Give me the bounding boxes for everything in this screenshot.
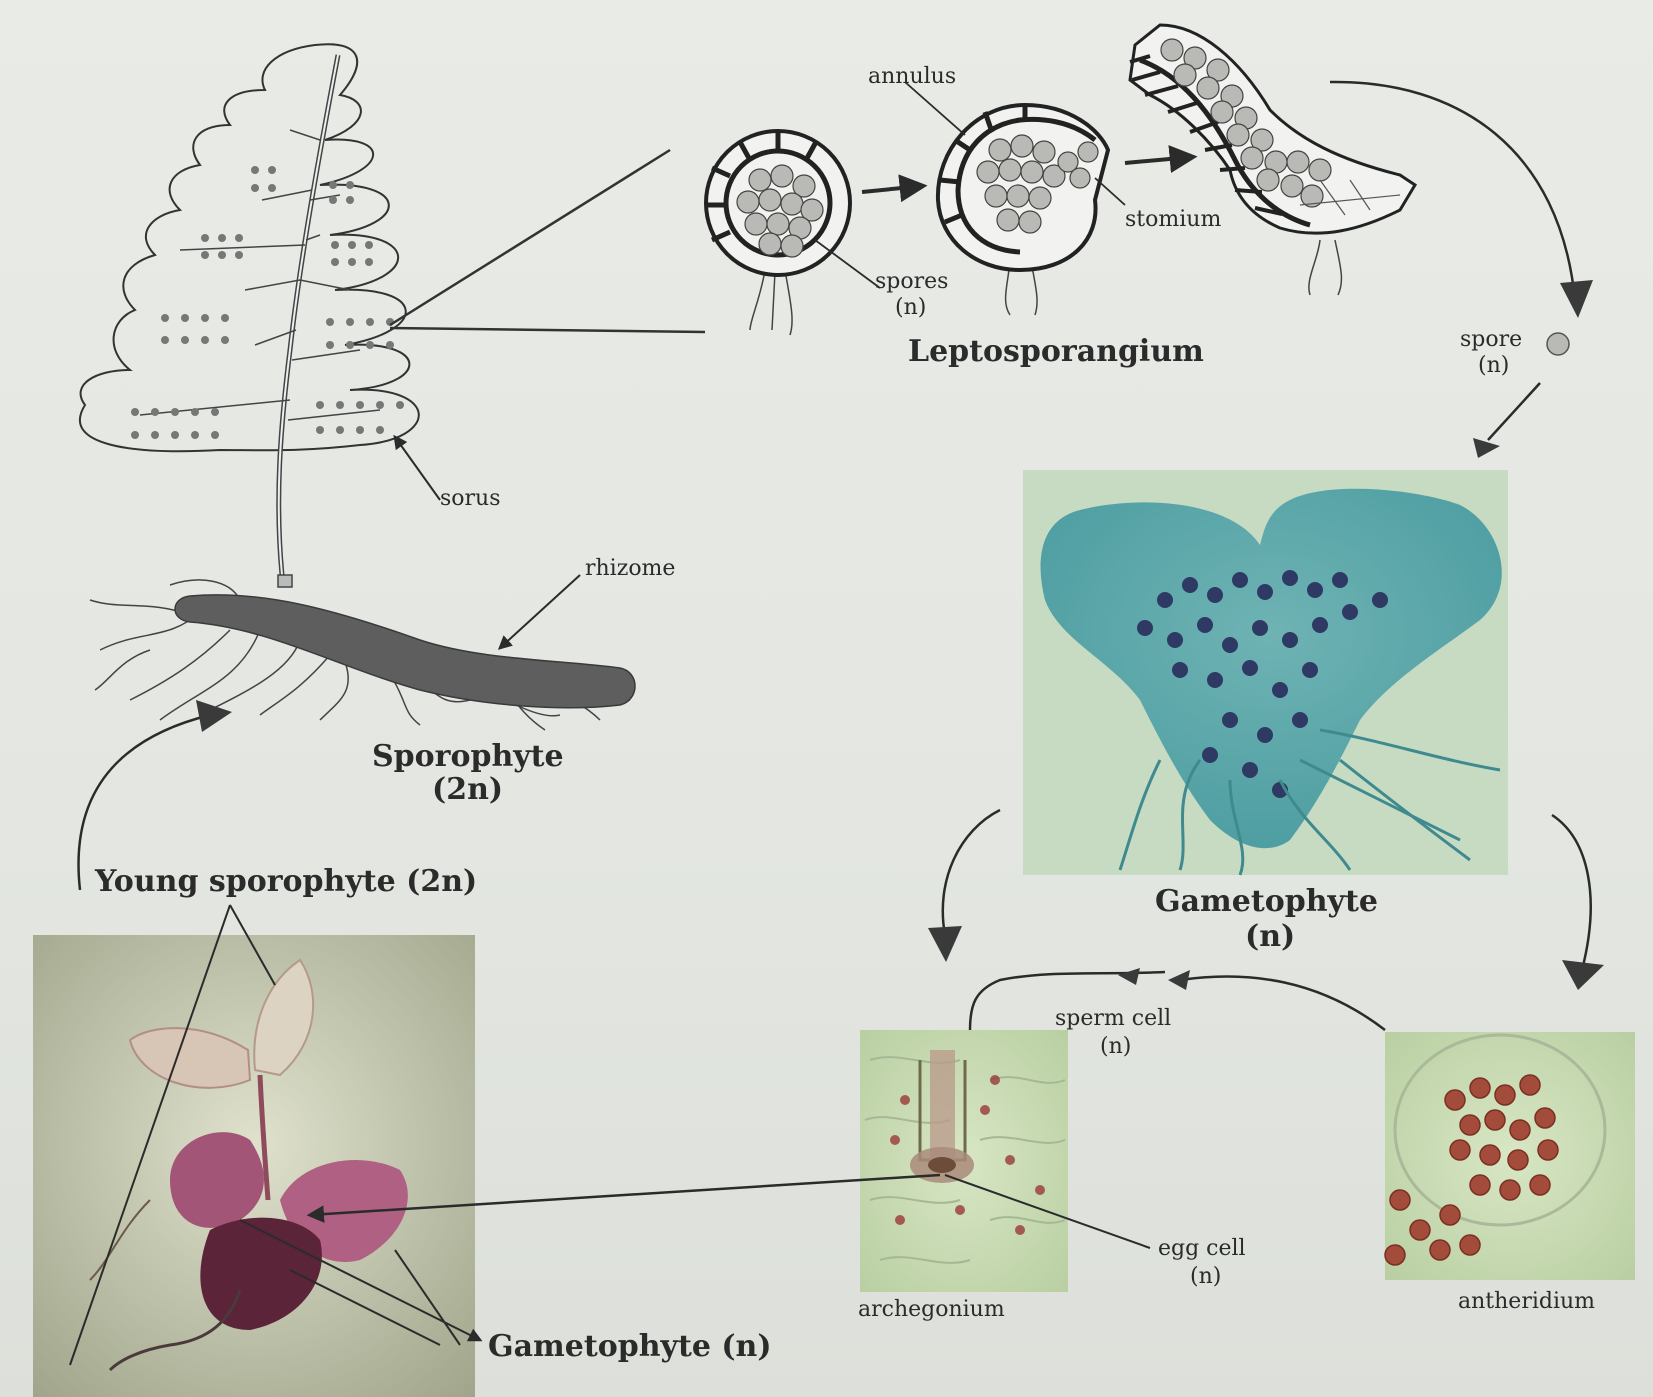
sperm-cell-label: sperm cell — [1055, 1007, 1171, 1031]
egg-cell-label: egg cell — [1158, 1237, 1246, 1261]
sporophyte-ploidy: (2n) — [432, 773, 503, 806]
gametophyte-title: Gametophyte — [1155, 885, 1378, 918]
arrow-to-antheridium-head — [1562, 960, 1604, 990]
sorus-label: sorus — [440, 487, 501, 511]
young-sporophyte-photo — [33, 935, 475, 1397]
sperm-ploidy-label: (n) — [1100, 1035, 1131, 1059]
arrow-sporangium-2-3 — [1125, 157, 1192, 163]
stomium-pointer — [1095, 178, 1125, 205]
zoom-line-bottom — [390, 328, 705, 332]
stomium-label: stomium — [1125, 208, 1221, 232]
fern-frond — [80, 44, 419, 575]
antheridium-label: antheridium — [1458, 1290, 1595, 1314]
single-spore — [1547, 333, 1569, 355]
spore-label: spore — [1460, 328, 1522, 352]
spore-ploidy-label: (n) — [1478, 354, 1509, 378]
sorus-pointer — [395, 437, 440, 500]
arrow-spore-to-gametophyte-head — [1473, 438, 1500, 458]
arrow-to-antheridium — [1552, 815, 1591, 970]
spores-pointer — [815, 240, 880, 288]
gametophyte-ploidy: (n) — [1245, 920, 1295, 953]
spores-label: spores — [875, 270, 948, 294]
archegonium-label: archegonium — [858, 1298, 1005, 1322]
archegonium-photo — [860, 1030, 1068, 1292]
gametophyte-photo — [1023, 470, 1508, 875]
zoom-line-top — [390, 150, 670, 325]
egg-ploidy-label: (n) — [1190, 1265, 1221, 1289]
annulus-pointer — [905, 82, 965, 135]
arrow-to-archegonium-head — [928, 926, 962, 962]
sporophyte-title: Sporophyte — [372, 740, 564, 773]
spores-ploidy-label: (n) — [895, 296, 926, 320]
arrow-sporangium-1-2 — [862, 186, 922, 192]
arrow-sperm-head-1 — [1168, 970, 1190, 990]
gametophyte-photo-label: Gametophyte (n) — [488, 1330, 772, 1363]
arrow-to-archegonium — [943, 810, 1000, 935]
arrow-release-spore-head — [1560, 280, 1593, 318]
young-sporophyte-title: Young sporophyte (2n) — [95, 865, 477, 898]
annulus-label: annulus — [868, 65, 956, 89]
sporangium-opening — [938, 105, 1108, 315]
leptosporangium-title: Leptosporangium — [908, 335, 1204, 368]
rhizome-label: rhizome — [585, 557, 675, 581]
antheridium-photo — [1385, 1032, 1635, 1280]
arrow-young-to-sporophyte-head — [196, 700, 232, 732]
sporangium-closed — [706, 131, 850, 335]
arrow-sperm-head-2 — [1118, 968, 1140, 985]
arrow-spore-to-gametophyte — [1488, 383, 1540, 440]
rhizome-pointer — [500, 575, 580, 648]
